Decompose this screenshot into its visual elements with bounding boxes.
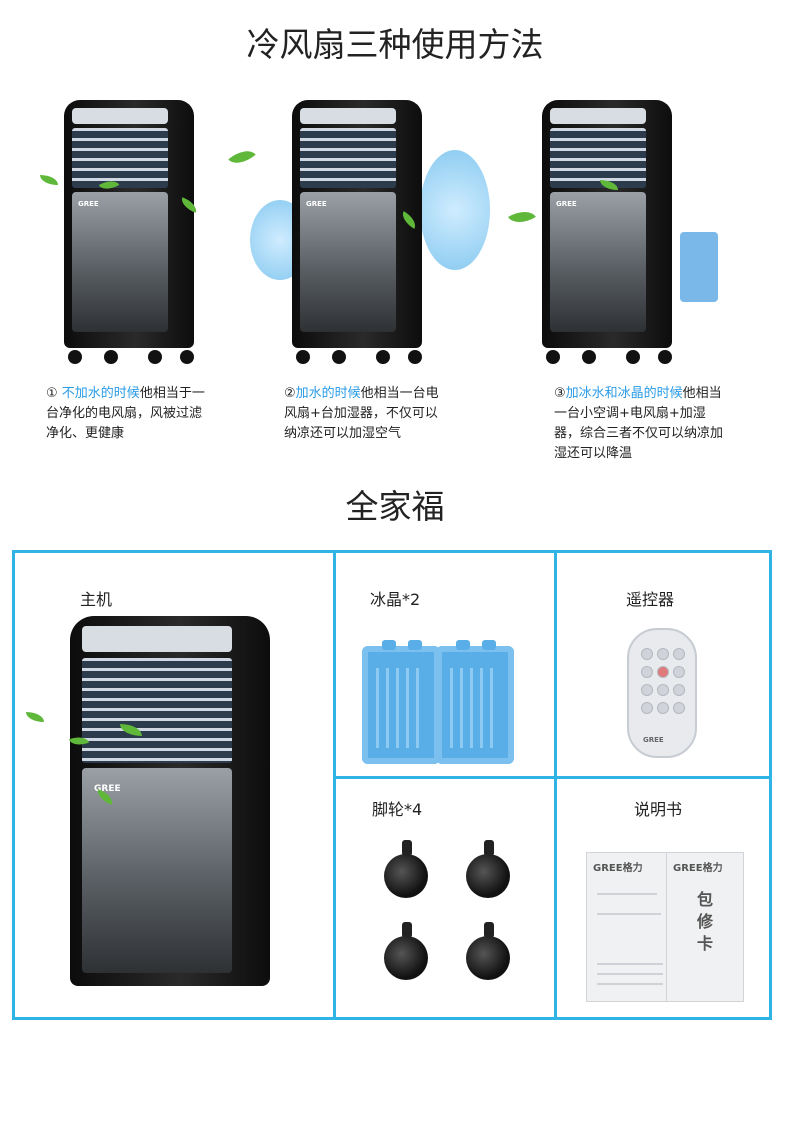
cell-label-remote: 遥控器 [626, 590, 675, 609]
gree-logo: GREE格力 [593, 863, 643, 874]
family-title: 全家福 [345, 487, 445, 526]
grid-divider [333, 776, 772, 779]
caster-wheel-image [378, 922, 434, 980]
cell-label-casters: 脚轮*4 [372, 800, 423, 819]
leaf-icon [228, 143, 256, 171]
caster-wheel-image [378, 840, 434, 898]
ice-pack-image [436, 640, 514, 764]
warranty-card-image: GREE格力 包修卡 [666, 852, 744, 1002]
cooler-image-with-water: GREE [292, 100, 422, 364]
cell-label-main-unit: 主机 [80, 590, 113, 609]
water-splash-icon [420, 150, 490, 270]
grid-divider [554, 550, 557, 1020]
page-title: 冷风扇三种使用方法 [246, 25, 544, 64]
cooler-image-no-water: GREE [64, 100, 194, 364]
gree-logo: GREE [94, 784, 121, 794]
gree-logo: GREE格力 [673, 863, 723, 874]
method-1-caption: ① 不加水的时候他相当于一台净化的电风扇，风被过滤净化、更健康 [46, 386, 205, 441]
family-grid [12, 550, 772, 1020]
manual-booklet-image: GREE格力 [586, 852, 676, 1002]
cell-label-manual: 说明书 [634, 800, 683, 819]
method-3-caption: ③加冰水和冰晶的时候他相当一台小空调+电风扇+加湿器，综合三者不仅可以纳凉加湿还… [554, 386, 724, 461]
leaf-icon [600, 180, 618, 190]
gree-logo: GREE [556, 200, 577, 208]
warranty-card-text: 包修卡 [696, 890, 713, 953]
leaf-icon [508, 204, 536, 230]
caster-wheel-image [460, 840, 516, 898]
ice-pack-image [362, 640, 440, 764]
main-unit-image: GREE [70, 616, 270, 986]
method-2-caption: ②加水的时候他相当一台电风扇+台加湿器，不仅可以纳凉还可以加湿空气 [284, 386, 439, 441]
leaf-icon [40, 175, 58, 185]
leaf-icon [26, 712, 44, 722]
cell-label-ice-packs: 冰晶*2 [370, 590, 421, 609]
gree-logo: GREE [306, 200, 327, 208]
gree-logo: GREE [78, 200, 99, 208]
gree-logo: GREE [643, 736, 664, 744]
cooler-image-with-ice: GREE [542, 100, 672, 364]
caster-wheel-image [460, 922, 516, 980]
grid-divider [333, 550, 336, 1020]
remote-control-image: GREE [627, 628, 697, 758]
ice-pack-image [680, 232, 718, 302]
